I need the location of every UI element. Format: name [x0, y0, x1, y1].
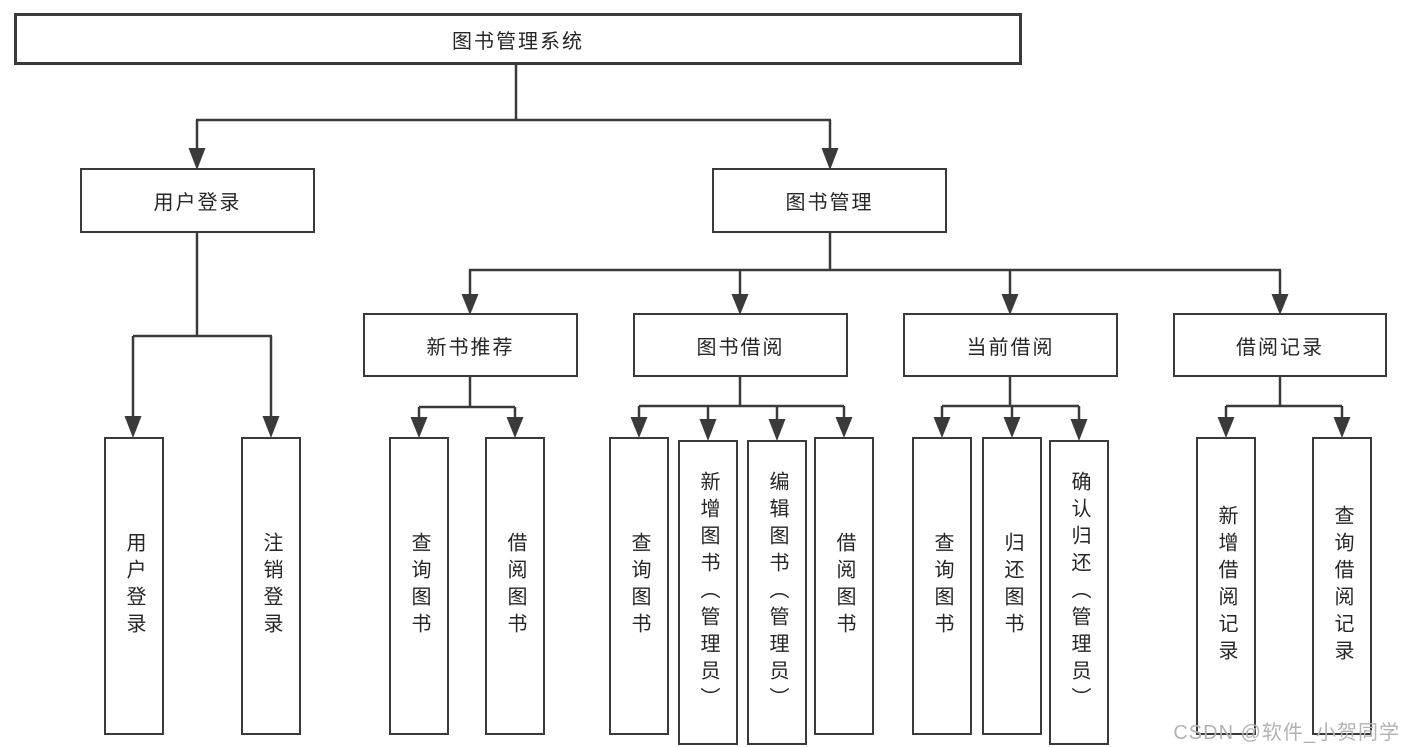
csdn-watermark: CSDN @软件_小贺同学	[1173, 722, 1400, 744]
node-borrowing-records: 借阅记录	[1173, 313, 1387, 377]
node-borrow-books-2: 借阅图书	[814, 437, 874, 735]
node-library-management-system: 图书管理系统	[14, 13, 1022, 65]
node-add-borrow-record: 新增借阅记录	[1196, 437, 1256, 735]
node-query-borrow-record: 查询借阅记录	[1312, 437, 1372, 735]
node-new-book-recommendation: 新书推荐	[363, 313, 578, 377]
node-book-management: 图书管理	[712, 168, 947, 233]
node-add-books-admin: 新增图书（管理员）	[678, 440, 738, 745]
node-user-login: 用户登录	[80, 168, 315, 233]
node-edit-books-admin: 编辑图书（管理员）	[747, 440, 807, 745]
node-book-borrowing: 图书借阅	[633, 313, 848, 377]
node-logout: 注销登录	[241, 437, 301, 735]
node-query-books-1: 查询图书	[389, 437, 449, 735]
node-borrow-books-1: 借阅图书	[485, 437, 545, 735]
node-query-books-2: 查询图书	[609, 437, 669, 735]
node-query-books-3: 查询图书	[912, 437, 972, 735]
node-confirm-return-admin: 确认归还（管理员）	[1049, 440, 1109, 745]
node-return-books: 归还图书	[982, 437, 1042, 735]
node-current-borrowing: 当前借阅	[903, 313, 1118, 377]
node-user-login-leaf: 用户登录	[104, 437, 164, 735]
